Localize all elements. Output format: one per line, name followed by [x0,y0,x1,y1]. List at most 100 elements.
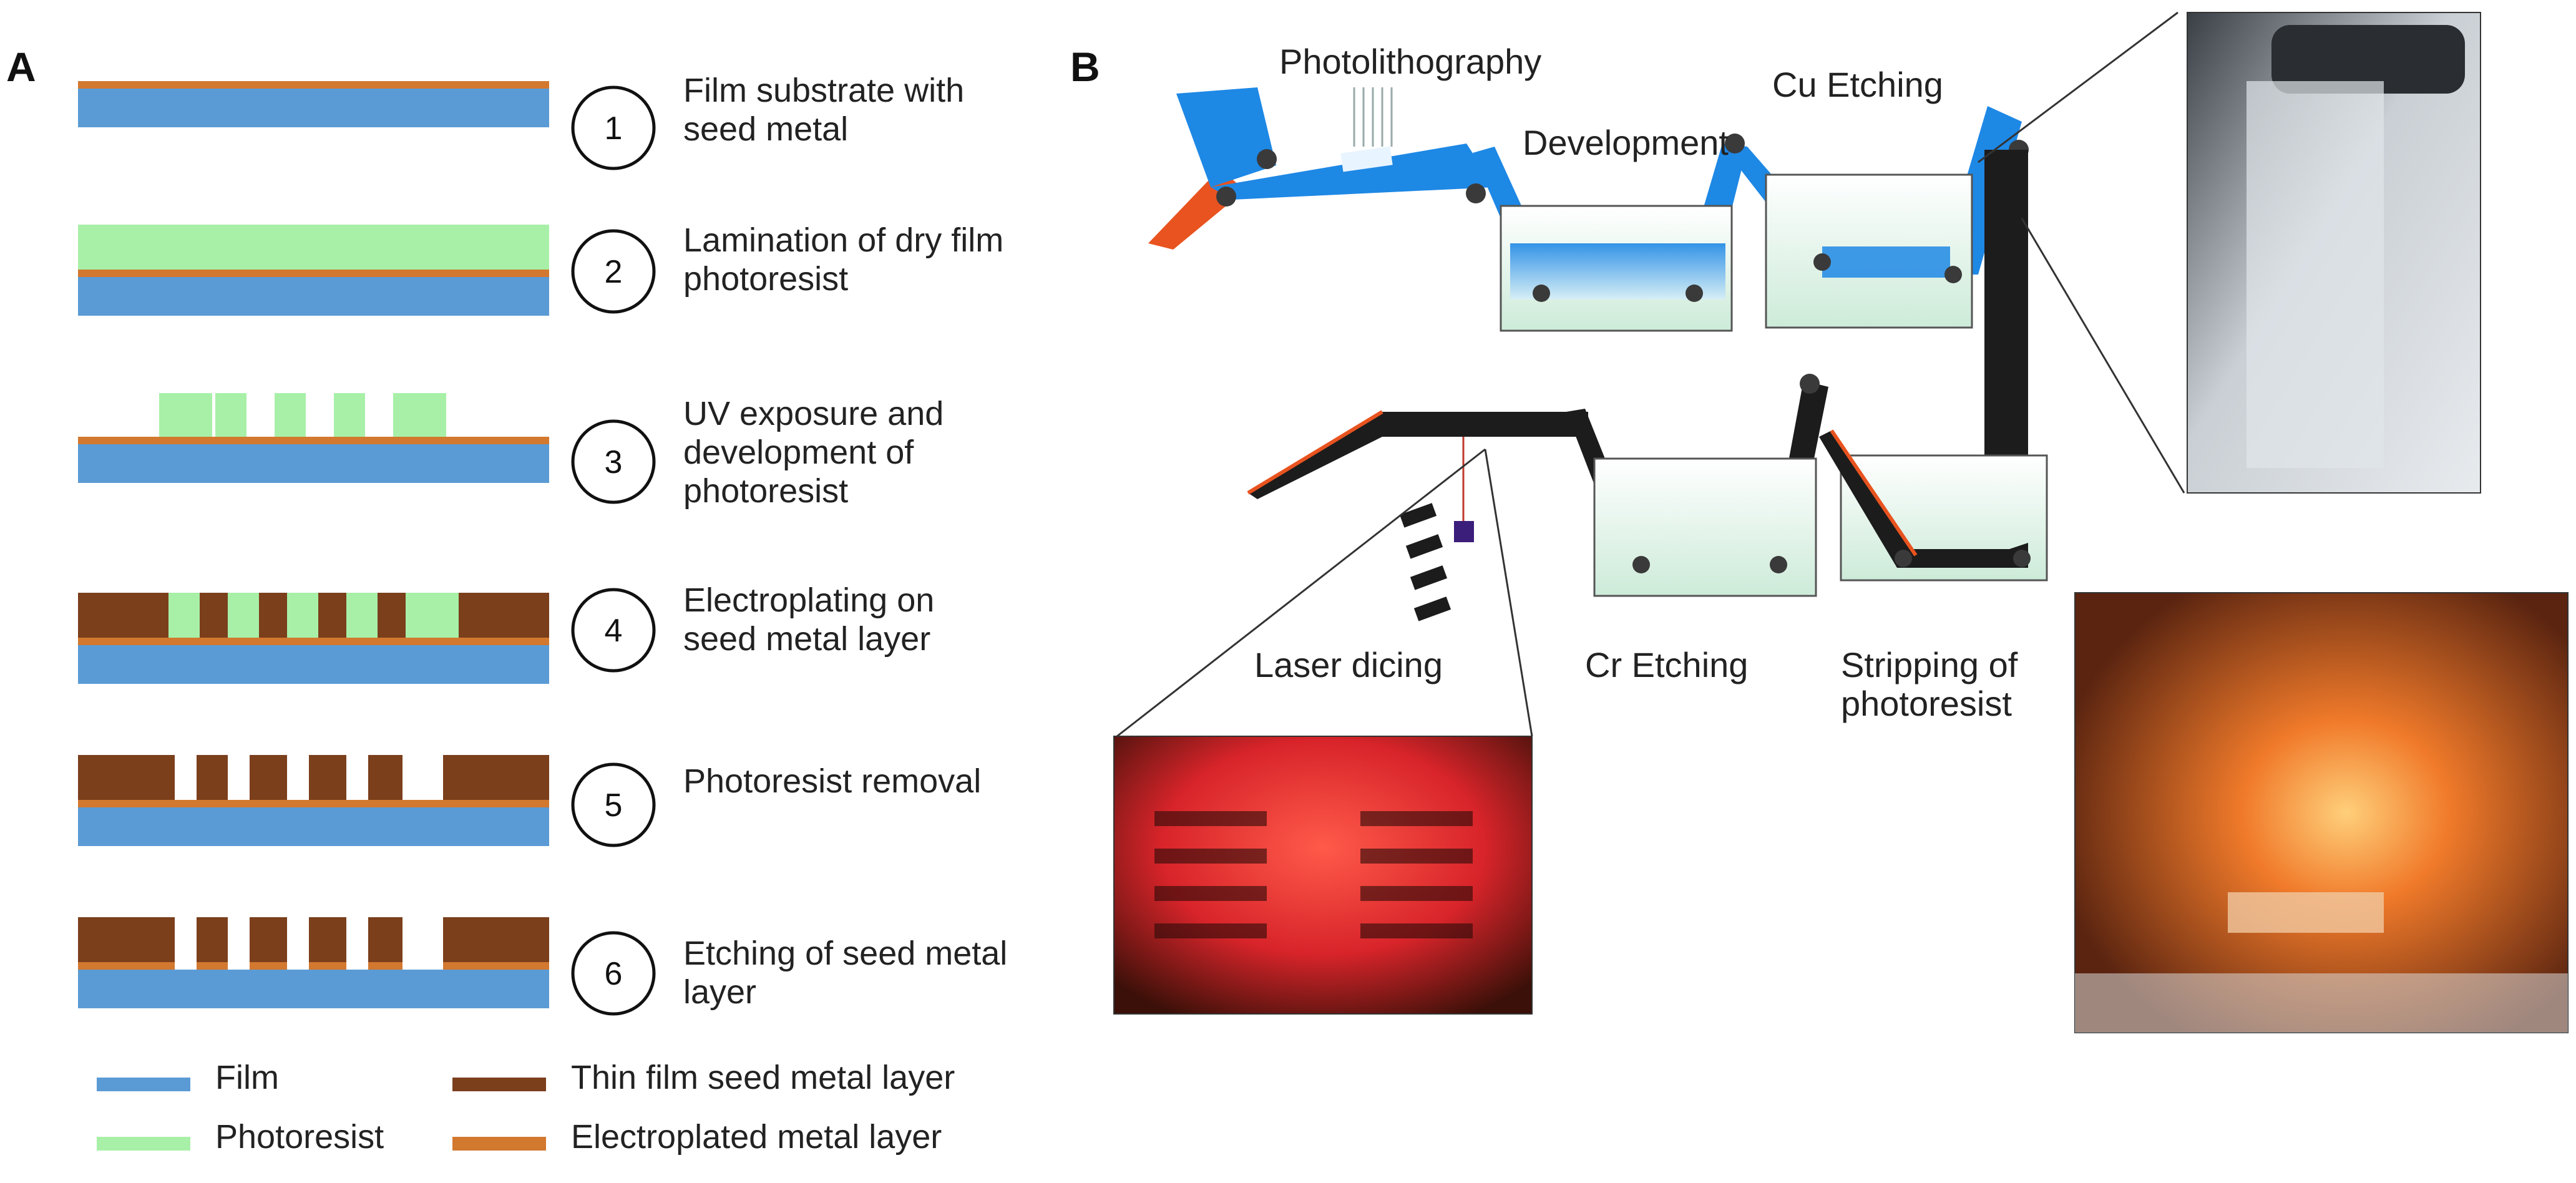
seed-metal-layer [78,81,549,89]
step-number: 1 [605,110,623,147]
cu-etching-stage [1735,106,2029,329]
photoresist-block [287,593,318,638]
photoresist-block [334,393,365,437]
step-number: 6 [605,956,623,992]
electroplated-metal [250,917,287,962]
legend-label: Photoresist [215,1118,384,1156]
laser-dicing-photo [1113,736,1533,1015]
step-description: Electroplating on [683,582,934,619]
cross-section-step-5: 5 Photoresist removal [78,755,981,847]
electroplated-metal [443,755,549,800]
seed-metal-layer [78,638,549,645]
photolithography-label: Photolithography [1279,42,1541,81]
seed-metal-layer [78,270,549,277]
step-number-circle [571,229,656,314]
seed-metal-segment [309,962,346,970]
photoresist-block [159,393,212,437]
photolithography-stage [1148,87,1495,250]
electroplated-metal [309,917,346,962]
seed-metal-layer [78,437,549,444]
electroplated-metal [443,917,549,962]
photoresist-block [168,593,200,638]
step-number-circle [571,762,656,847]
step-number-circle [571,588,656,673]
cr-etching-label: Cr Etching [1585,645,1748,684]
step-number-circle [571,85,656,170]
seed-metal-segment [78,962,175,970]
development-label: Development [1523,123,1729,162]
step-description: photoresist [683,472,848,510]
electroplated-metal [78,917,175,962]
stripping-label-line-1: Stripping of [1841,645,2018,684]
legend-label: Film [215,1059,279,1096]
step-number-circle [571,931,656,1016]
seed-metal-segment [368,962,402,970]
photoresist-block [406,593,459,638]
roll-to-roll-photo [1978,11,2481,494]
legend-swatch [97,1078,190,1091]
film-layer [78,89,549,127]
photoresist-block [393,393,446,437]
step-description: photoresist [683,260,848,298]
seed-metal-segment [443,962,549,970]
photoresist-block [346,593,378,638]
cr-etching-stage [1566,374,1828,597]
photoresist-block [215,393,246,437]
electroplated-metal [78,755,175,800]
step-description: Photoresist removal [683,762,981,800]
film-layer [78,807,549,846]
electroplated-metal [250,755,287,800]
step-description: Etching of seed metal [683,935,1007,972]
step-number: 4 [605,613,623,649]
step-description: seed metal [683,110,848,148]
stripping-stage [1819,429,2048,582]
panel-b-roll-to-roll-line: Photolithography Development Cu Etching … [1113,11,2569,1033]
step-description: Lamination of dry film [683,222,1003,259]
laser-dicing-stage [1116,410,1588,738]
legend-item: Thin film seed metal layer [452,1059,955,1096]
photoresist-block [228,593,259,638]
seed-metal-segment [250,962,287,970]
electroplated-metal [368,755,402,800]
legend-swatch [452,1137,546,1151]
legend-item: Electroplated metal layer [452,1118,942,1156]
cu-etching-label: Cu Etching [1772,65,1943,104]
photoresist-layer [78,225,549,270]
step-description: seed metal layer [683,620,930,658]
step-number: 2 [605,254,623,290]
laser-machine-photo [2074,592,2569,1033]
step-description: UV exposure and [683,395,944,432]
film-layer [78,645,549,684]
step-description: Film substrate with [683,72,964,109]
seed-metal-segment [197,962,228,970]
laser-dicing-label: Laser dicing [1254,645,1443,684]
stripping-label-line-2: photoresist [1841,684,2012,723]
legend-item: Photoresist [97,1118,384,1156]
step-number: 3 [605,444,623,480]
step-number-circle [571,419,656,504]
legend-swatch [97,1137,190,1151]
development-stage [1473,134,1747,332]
film-layer [78,970,549,1008]
step-description: layer [683,973,756,1011]
film-layer [78,444,549,483]
step-description: development of [683,434,914,471]
electroplated-metal [197,755,228,800]
legend-label: Electroplated metal layer [571,1118,942,1156]
panel-a-letter: A [6,44,36,90]
electroplated-metal [368,917,402,962]
legend-item: Film [97,1059,279,1096]
film-layer [78,277,549,316]
seed-metal-layer [78,800,549,807]
legend-label: Thin film seed metal layer [571,1059,955,1096]
photoresist-block [275,393,306,437]
step-number: 5 [605,787,623,824]
electroplated-metal [197,917,228,962]
electroplated-metal [309,755,346,800]
